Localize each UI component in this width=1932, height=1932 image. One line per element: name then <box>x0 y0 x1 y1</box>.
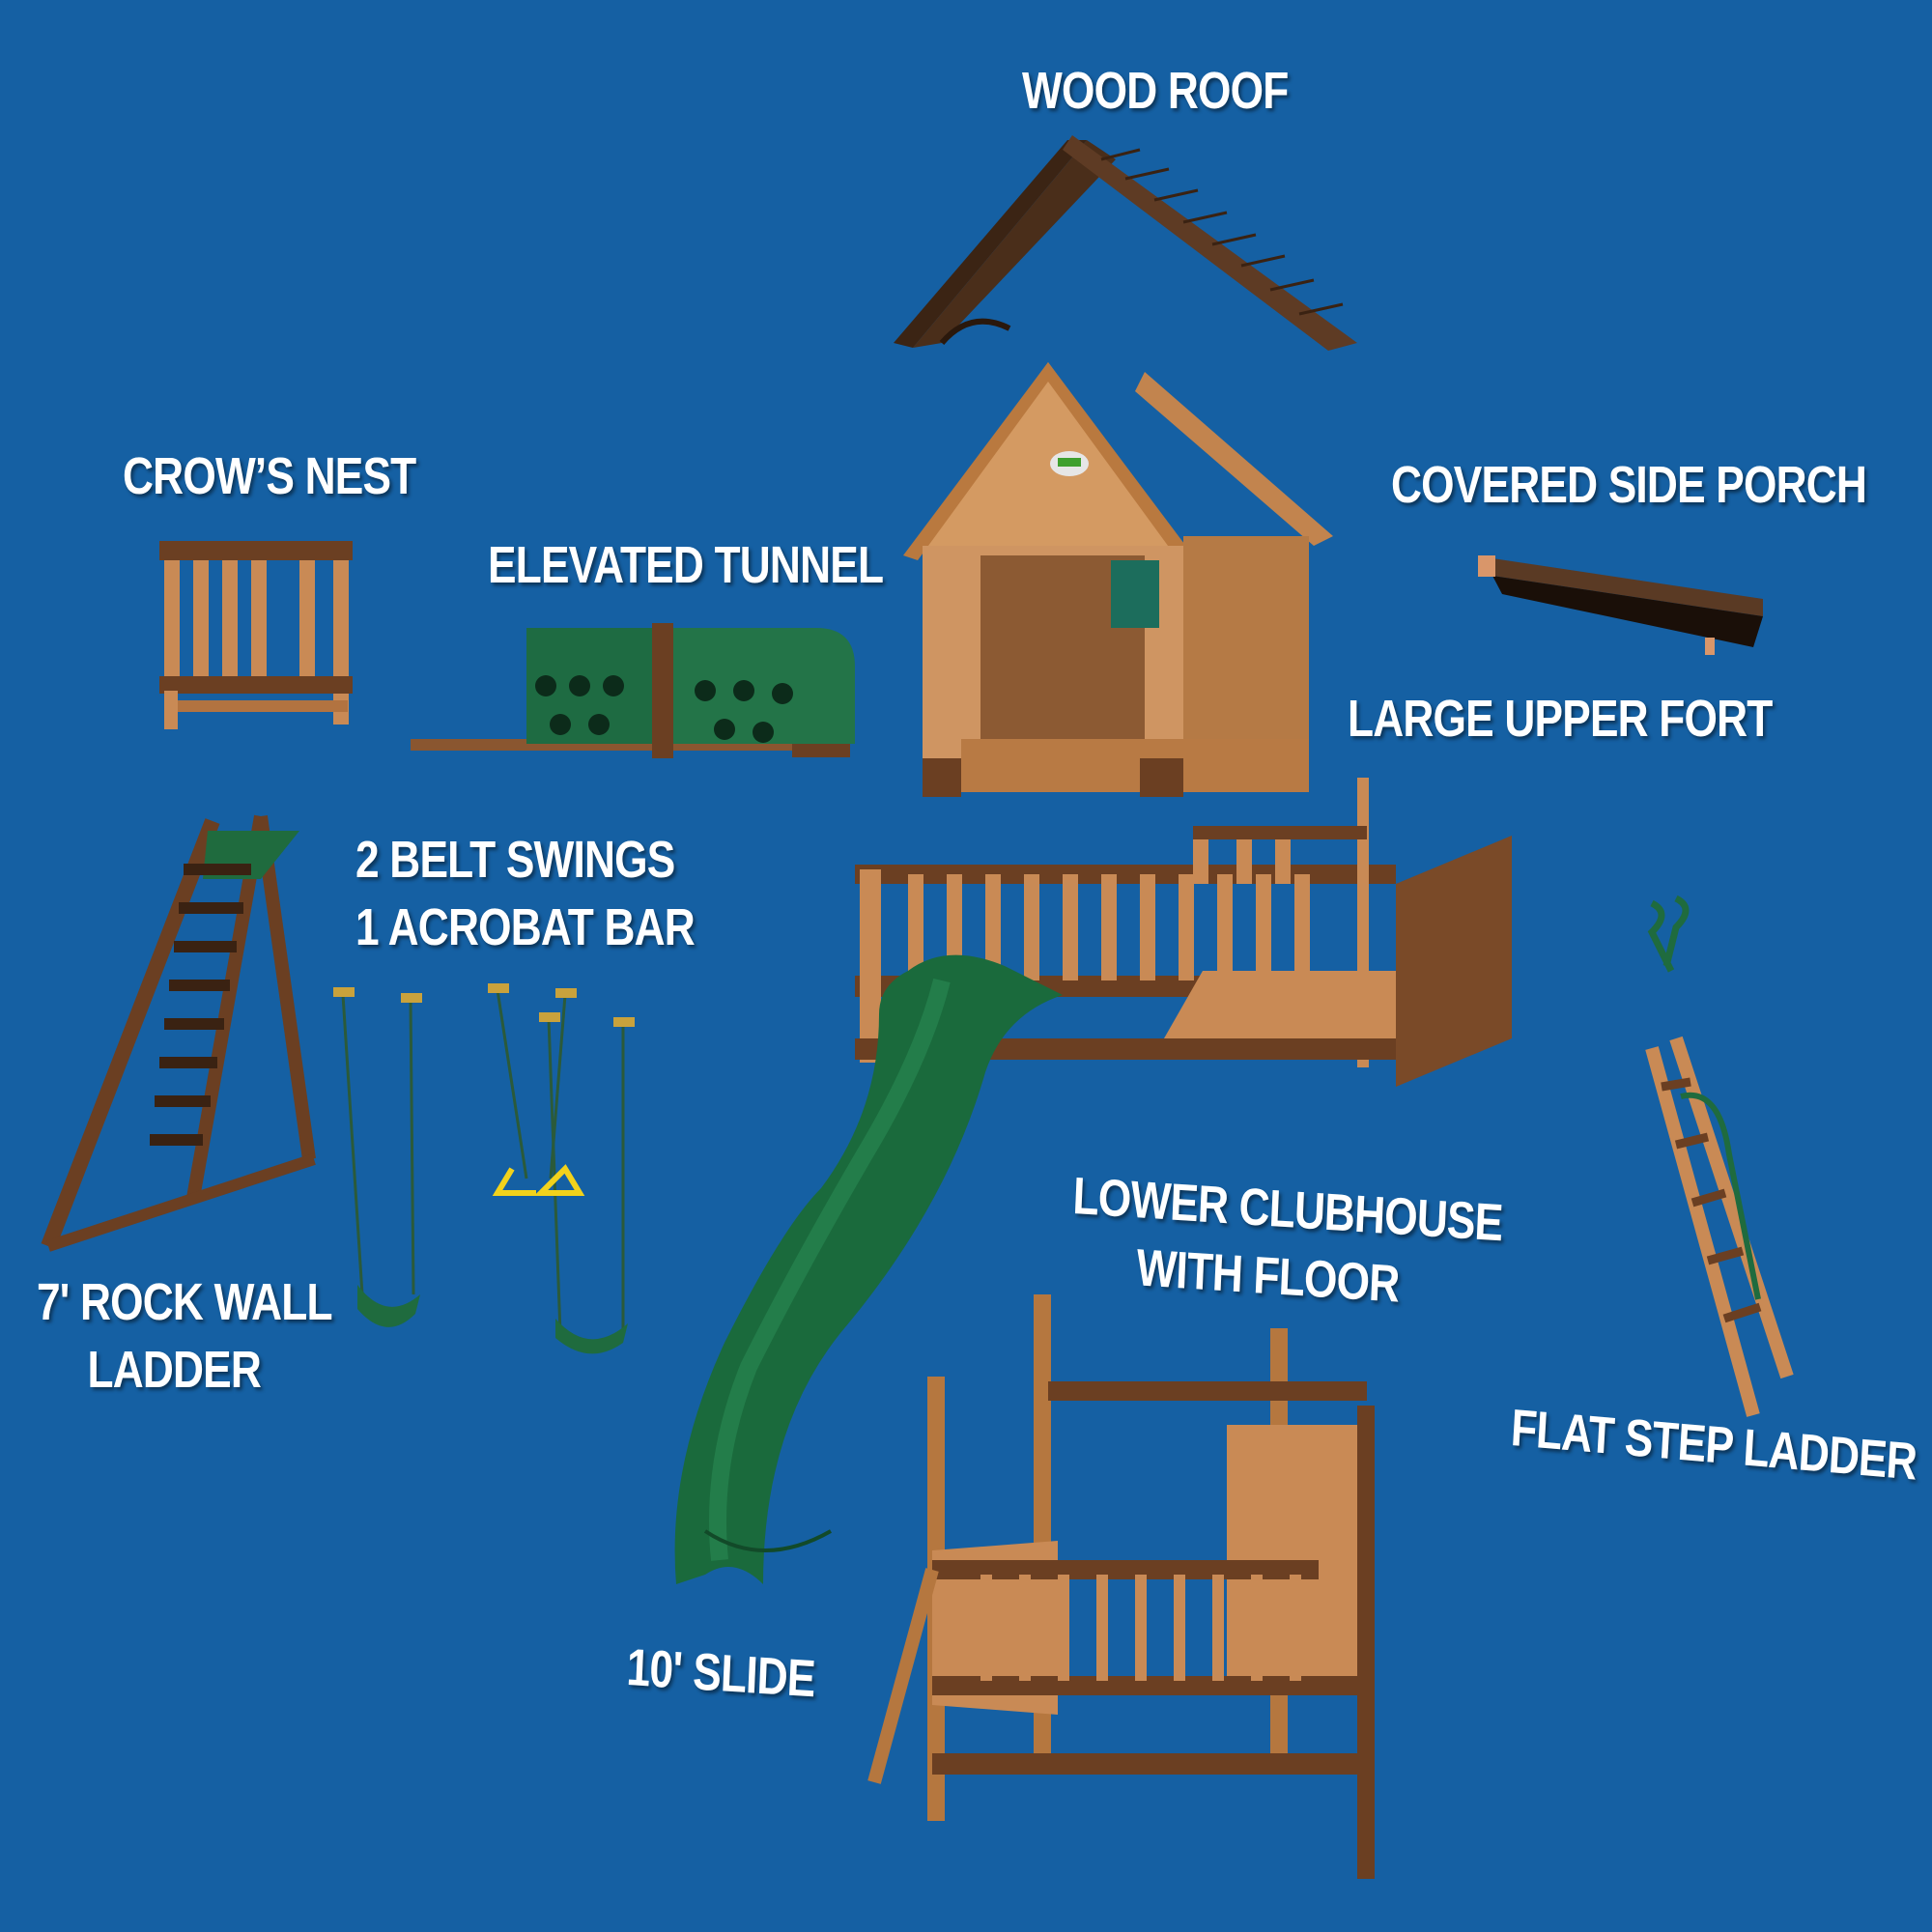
covered-side-porch-illustration <box>1473 541 1782 657</box>
label-crows-nest: CROW’S NEST <box>123 447 416 505</box>
label-large-upper-fort: LARGE UPPER FORT <box>1348 690 1773 748</box>
label-clubhouse-line1: LOWER CLUBHOUSE <box>1071 1167 1504 1253</box>
swings-illustration <box>328 976 647 1362</box>
label-swings-line1: 2 BELT SWINGS <box>355 831 675 889</box>
slide-illustration <box>667 952 1111 1608</box>
wood-roof-illustration <box>884 130 1367 353</box>
belt-swing-seat-icon <box>555 1319 628 1354</box>
label-wood-roof: WOOD ROOF <box>1022 62 1289 120</box>
upper-fort-house-illustration <box>903 362 1338 816</box>
label-swings: 2 BELT SWINGS 1 ACROBAT BAR <box>355 831 696 957</box>
label-covered-side-porch: COVERED SIDE PORCH <box>1391 456 1867 514</box>
label-rock-wall-line1: 7' ROCK WALL <box>37 1273 333 1331</box>
label-swings-line2: 1 ACROBAT BAR <box>355 898 696 957</box>
elevated-tunnel-illustration <box>411 618 865 792</box>
flat-step-ladder-illustration <box>1633 894 1806 1420</box>
rock-wall-ladder-illustration <box>39 811 319 1256</box>
belt-swing-seat-icon <box>357 1285 420 1327</box>
label-elevated-tunnel: ELEVATED TUNNEL <box>488 536 884 594</box>
ladder-handle-icon <box>1647 895 1690 973</box>
crows-nest-illustration <box>155 536 362 734</box>
acrobat-bar-icon <box>492 1164 585 1196</box>
label-rock-wall: 7' ROCK WALL LADDER <box>37 1273 333 1400</box>
label-rock-wall-line2: LADDER <box>87 1341 262 1400</box>
lower-clubhouse-illustration <box>865 1290 1473 1898</box>
label-slide: 10' SLIDE <box>625 1638 816 1709</box>
